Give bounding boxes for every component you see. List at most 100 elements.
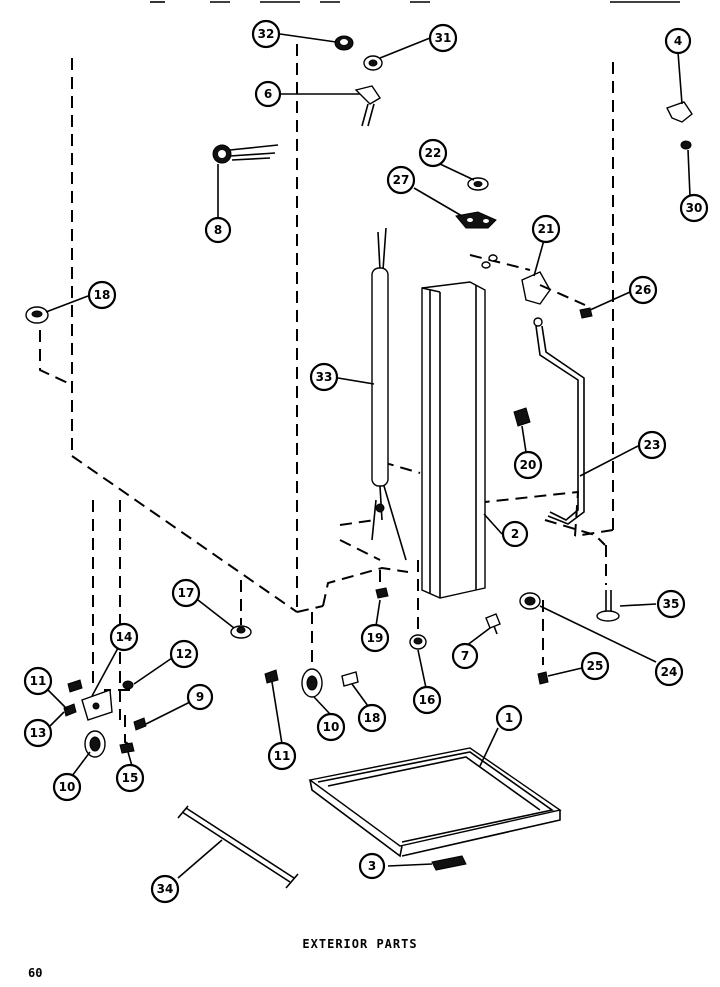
- part-2-channel: [421, 281, 486, 599]
- part-21-hinge: [469, 254, 586, 306]
- svg-text:1: 1: [505, 711, 513, 725]
- svg-text:26: 26: [635, 283, 652, 297]
- part-34-harness: [177, 805, 299, 889]
- leader-lines: [45, 33, 691, 879]
- svg-text:25: 25: [587, 659, 604, 673]
- svg-text:30: 30: [686, 201, 703, 215]
- part-24-ring: [519, 592, 541, 610]
- callout-22: 22: [418, 138, 448, 168]
- part-6-connector: [354, 85, 381, 127]
- svg-text:19: 19: [367, 631, 384, 645]
- diagram-caption: EXTERIOR PARTS: [302, 937, 418, 951]
- callout-12: 12: [169, 639, 199, 669]
- part-8-grommet: [212, 144, 279, 164]
- part-1-base-pan: [308, 747, 562, 858]
- callout-15: 15: [115, 763, 145, 793]
- part-20-clip: [513, 407, 531, 427]
- part-32-bushing: [334, 35, 354, 51]
- svg-text:10: 10: [59, 780, 76, 794]
- cabinet-outline: [39, 44, 614, 613]
- callout-18-lower: 18: [357, 703, 387, 733]
- callout-3: 3: [358, 852, 386, 880]
- callout-2: 2: [501, 520, 529, 548]
- svg-text:10: 10: [323, 720, 340, 734]
- page-number: 60: [28, 966, 43, 980]
- callout-30: 30: [679, 193, 709, 223]
- part-17-foot: [230, 625, 252, 639]
- part-25-screw: [537, 671, 549, 685]
- svg-text:31: 31: [435, 31, 452, 45]
- svg-text:18: 18: [94, 288, 111, 302]
- part-3-clip: [431, 855, 467, 871]
- svg-text:22: 22: [425, 146, 442, 160]
- part-18-screw-mid: [341, 671, 359, 687]
- svg-text:7: 7: [461, 649, 469, 663]
- callout-19: 19: [360, 623, 390, 653]
- svg-text:18: 18: [364, 711, 381, 725]
- callout-14: 14: [109, 622, 139, 652]
- callout-4: 4: [664, 27, 692, 55]
- svg-text:2: 2: [511, 527, 519, 541]
- part-9-screw: [133, 717, 147, 731]
- part-35-leveler: [596, 590, 620, 622]
- part-4-knob: [666, 101, 693, 150]
- callout-26: 26: [628, 275, 658, 305]
- svg-text:21: 21: [538, 222, 555, 236]
- part-11-screw-left: [67, 679, 83, 693]
- callout-16: 16: [412, 685, 442, 715]
- callout-13: 13: [23, 718, 53, 748]
- callout-7: 7: [451, 642, 479, 670]
- callout-17: 17: [171, 578, 201, 608]
- part-22-washer: [467, 177, 489, 191]
- part-16-bushing: [409, 634, 427, 650]
- svg-text:11: 11: [274, 749, 291, 763]
- svg-text:16: 16: [419, 693, 436, 707]
- svg-text:33: 33: [316, 370, 333, 384]
- svg-text:8: 8: [214, 223, 222, 237]
- svg-text:27: 27: [393, 173, 410, 187]
- alignment-lines: [92, 500, 607, 746]
- part-23-rod: [533, 317, 585, 525]
- part-18-cap-left: [25, 306, 49, 324]
- callout-32: 32: [251, 19, 281, 49]
- callout-8: 8: [204, 216, 232, 244]
- callout-31: 31: [428, 23, 458, 53]
- svg-text:12: 12: [176, 647, 193, 661]
- callout-24: 24: [654, 657, 684, 687]
- part-7-screw: [485, 613, 501, 635]
- part-19-screw: [375, 587, 389, 599]
- svg-text:14: 14: [116, 630, 133, 644]
- svg-text:9: 9: [196, 690, 204, 704]
- callout-18-upper: 18: [87, 280, 117, 310]
- part-26-screw: [579, 307, 593, 319]
- part-13-screw: [63, 703, 77, 717]
- callout-10-mid: 10: [316, 712, 346, 742]
- part-33-tube: [371, 227, 407, 561]
- svg-text:23: 23: [644, 438, 661, 452]
- callout-35: 35: [656, 589, 686, 619]
- svg-text:15: 15: [122, 771, 139, 785]
- part-12-nut: [122, 680, 134, 690]
- svg-text:6: 6: [264, 87, 272, 101]
- svg-text:35: 35: [663, 597, 680, 611]
- callout-33: 33: [309, 362, 339, 392]
- callout-20: 20: [513, 450, 543, 480]
- callout-6: 6: [254, 80, 282, 108]
- callout-21: 21: [531, 214, 561, 244]
- svg-text:24: 24: [661, 665, 678, 679]
- svg-text:3: 3: [368, 859, 376, 873]
- callout-11-mid: 11: [267, 741, 297, 771]
- svg-text:17: 17: [178, 586, 195, 600]
- callout-23: 23: [637, 430, 667, 460]
- part-10-wheel-mid: [301, 668, 323, 698]
- part-27-hinge-plate: [455, 211, 497, 229]
- callout-11-left: 11: [23, 666, 53, 696]
- svg-text:32: 32: [258, 27, 275, 41]
- svg-text:34: 34: [157, 882, 174, 896]
- callout-34: 34: [150, 874, 180, 904]
- callout-25: 25: [580, 651, 610, 681]
- part-15-screw: [119, 742, 135, 754]
- part-10-wheel-left: [84, 730, 106, 758]
- svg-text:20: 20: [520, 458, 537, 472]
- callout-9: 9: [186, 683, 214, 711]
